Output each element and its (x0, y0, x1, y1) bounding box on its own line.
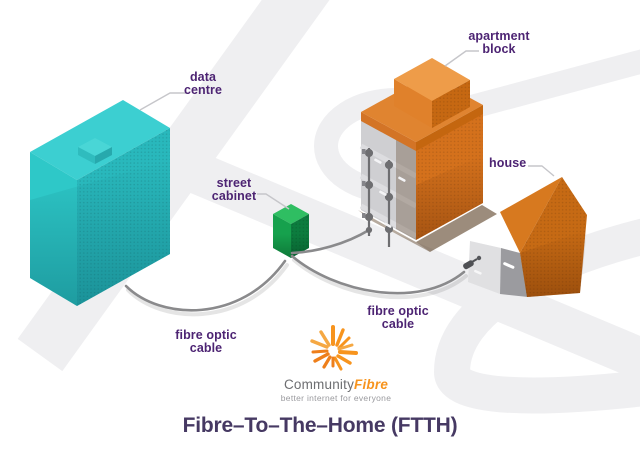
street-cabinet-box (273, 204, 309, 258)
house-plug-icon (463, 255, 482, 270)
apartment-block-building (359, 58, 483, 247)
page-title: Fibre–To–The–Home (FTTH) (182, 414, 458, 437)
apartment-windows (362, 149, 406, 228)
fibre-optic-cables (124, 228, 468, 317)
label-fibre-optic-cable-left: fibre optic cable (175, 328, 237, 356)
label-house: house (489, 156, 527, 170)
label-connectors (139, 50, 555, 210)
connector-data-centre (139, 92, 188, 111)
apartment-ground-shadow (358, 205, 497, 252)
logo-fibre-text: Fibre (354, 377, 389, 392)
connector-house (528, 165, 555, 177)
road-top-right (464, 49, 640, 120)
data-centre-vent (78, 138, 112, 164)
label-apartment-block: apartment block (468, 29, 530, 57)
label-street-cabinet: street cabinet (211, 176, 257, 204)
data-centre-box (30, 100, 170, 306)
apartment-interior-cables (364, 148, 394, 247)
fibre-optic-cable-dc-to-cabinet (124, 259, 287, 312)
house-door-slots (474, 262, 515, 275)
fibre-optic-cable-cabinet-to-house (290, 254, 466, 295)
logo-community-text: Community (283, 377, 355, 392)
connector-street-cabinet (257, 193, 290, 210)
label-data-centre: data centre (183, 70, 223, 98)
connector-apartment-block (444, 50, 479, 67)
fibre-optic-cable-cabinet-to-apartment (290, 228, 371, 255)
label-fibre-optic-cable-right: fibre optic cable (367, 304, 429, 332)
road-diagonal-right (181, 150, 640, 382)
apartment-penthouse (394, 58, 470, 128)
logo-tagline: better internet for everyone (280, 393, 392, 403)
logo-starburst-icon (310, 325, 358, 371)
house-building (463, 177, 587, 297)
community-fibre-logo: CommunityFibre (256, 377, 416, 392)
